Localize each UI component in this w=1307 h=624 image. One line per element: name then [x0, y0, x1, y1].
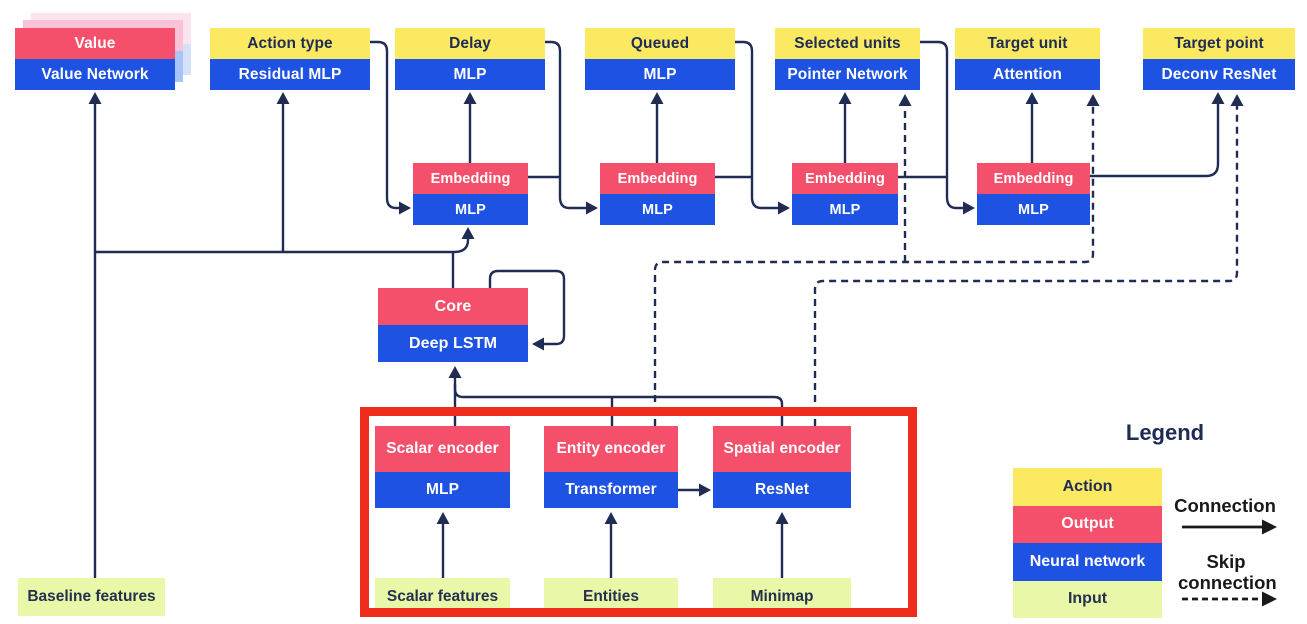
node-delay: Delay MLP [395, 28, 545, 90]
entity-encoder-label: Entity encoder [544, 426, 678, 472]
delay-label: Delay [395, 28, 545, 59]
pointer-network-label: Pointer Network [775, 59, 920, 90]
embedding-4-mlp-label: MLP [977, 194, 1090, 225]
value-network-label: Value Network [15, 59, 175, 90]
conn-actiontype-to-embedding1 [370, 40, 399, 210]
legend-row-input: Input [1013, 580, 1162, 618]
skip-connections [653, 106, 1239, 426]
node-target-unit: Target unit Attention [955, 28, 1100, 90]
delay-mlp-label: MLP [395, 59, 545, 90]
legend-row-action: Action [1013, 468, 1162, 506]
node-entity-encoder: Entity encoder Transformer [544, 426, 678, 508]
legend-row-network: Neural network [1013, 543, 1162, 581]
node-scalar-features: Scalar features [375, 578, 510, 616]
legend-arrows [1182, 519, 1277, 607]
legend-connection-label: Connection [1174, 495, 1276, 516]
resnet-label: ResNet [713, 472, 851, 508]
transformer-label: Transformer [544, 472, 678, 508]
node-scalar-encoder: Scalar encoder MLP [375, 426, 510, 508]
node-action-type: Action type Residual MLP [210, 28, 370, 90]
embedding-2-label: Embedding [600, 163, 715, 194]
legend-row-output: Output [1013, 505, 1162, 543]
skip-entity-to-attention [653, 106, 1095, 426]
node-core: Core Deep LSTM [378, 288, 528, 362]
solid-connections [93, 40, 1220, 578]
value-output-label: Value [15, 28, 175, 59]
core-label: Core [378, 288, 528, 325]
action-type-label: Action type [210, 28, 370, 59]
legend-color-key: Action Output Neural network Input [1013, 468, 1162, 618]
conn-core-output-bus [95, 239, 470, 254]
conn-selectedunits-to-embedding4 [920, 40, 963, 210]
embedding-1-label: Embedding [413, 163, 528, 194]
embedding-1-mlp-label: MLP [413, 194, 528, 225]
target-point-label: Target point [1143, 28, 1295, 59]
node-baseline-features: Baseline features [18, 578, 165, 616]
deep-lstm-label: Deep LSTM [378, 325, 528, 362]
node-embedding-1: Embedding MLP [413, 163, 528, 225]
deconv-resnet-label: Deconv ResNet [1143, 59, 1295, 90]
legend-title: Legend [1125, 420, 1205, 445]
node-embedding-3: Embedding MLP [792, 163, 898, 225]
node-target-point: Target point Deconv ResNet [1143, 28, 1295, 90]
conn-delay-to-embedding2 [545, 40, 586, 210]
target-unit-label: Target unit [955, 28, 1100, 59]
embedding-3-label: Embedding [792, 163, 898, 194]
node-entities: Entities [544, 578, 678, 616]
queued-label: Queued [585, 28, 735, 59]
legend-skip-connection-label: Skip connection [1178, 551, 1277, 593]
embedding-3-mlp-label: MLP [792, 194, 898, 225]
residual-mlp-label: Residual MLP [210, 59, 370, 90]
node-value: Value Value Network [15, 13, 191, 90]
conn-spatialencoder-to-core [453, 384, 784, 426]
conn-queued-to-embedding3 [735, 40, 778, 210]
selected-units-label: Selected units [775, 28, 920, 59]
attention-label: Attention [955, 59, 1100, 90]
conn-core-recurrent-loop [488, 269, 566, 346]
node-spatial-encoder: Spatial encoder ResNet [713, 426, 851, 508]
scalar-encoder-label: Scalar encoder [375, 426, 510, 472]
conn-embedding4-to-targetpoint [1090, 104, 1220, 178]
skip-spatial-to-deconvresnet [813, 106, 1239, 426]
node-queued: Queued MLP [585, 28, 735, 90]
queued-mlp-label: MLP [585, 59, 735, 90]
node-selected-units: Selected units Pointer Network [775, 28, 920, 90]
node-embedding-4: Embedding MLP [977, 163, 1090, 225]
spatial-encoder-label: Spatial encoder [713, 426, 851, 472]
embedding-4-label: Embedding [977, 163, 1090, 194]
scalar-encoder-mlp-label: MLP [375, 472, 510, 508]
node-minimap: Minimap [713, 578, 851, 616]
node-embedding-2: Embedding MLP [600, 163, 715, 225]
embedding-2-mlp-label: MLP [600, 194, 715, 225]
arrowheads [88, 92, 1244, 524]
